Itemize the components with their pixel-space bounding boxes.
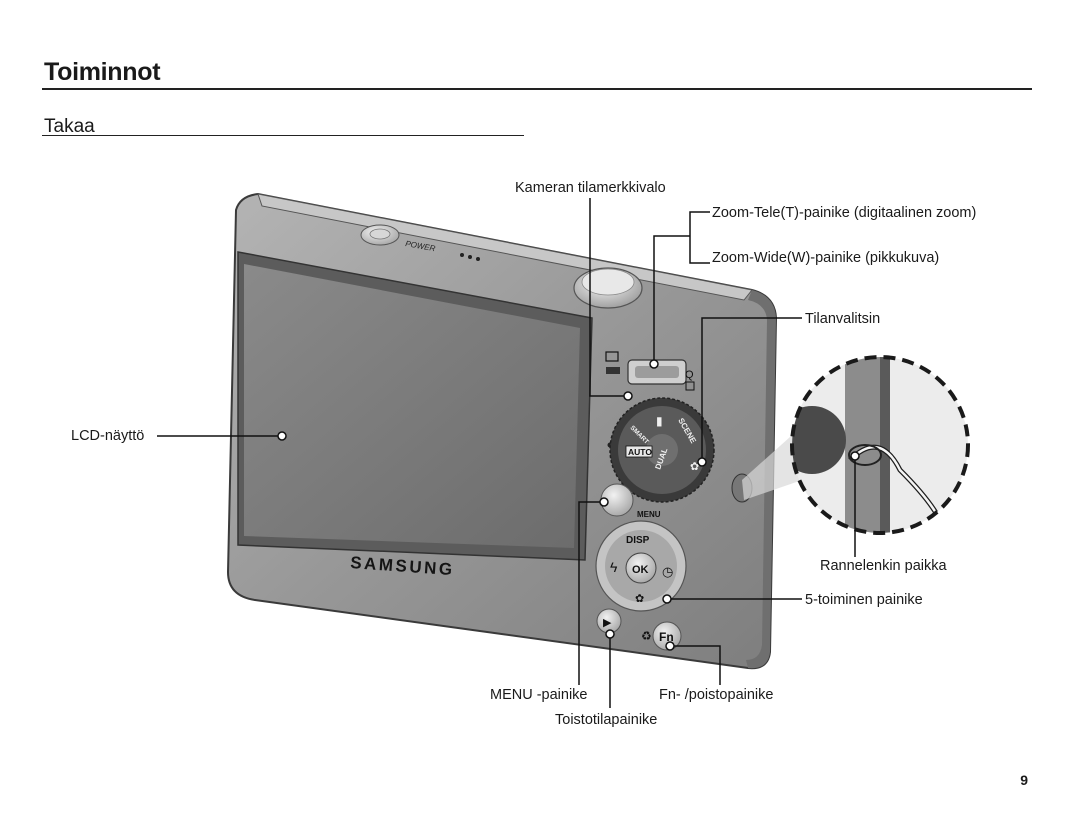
- camera-right-side: [746, 290, 776, 669]
- leader-mode-dial: [701, 317, 802, 462]
- disp-label: DISP: [626, 535, 650, 546]
- svg-text:AUTO: AUTO: [628, 447, 652, 457]
- page-title: Toiminnot: [44, 58, 161, 86]
- ok-button: [625, 552, 657, 584]
- label-mode-lamp: Kameran tilamerkkivalo: [515, 180, 666, 196]
- leader-menu: [578, 501, 604, 685]
- label-fn-button: Fn- /poistopainike: [659, 687, 774, 703]
- label-zoom-wide: Zoom-Wide(W)-painike (pikkukuva): [712, 250, 940, 266]
- movie-mode-icon: ▮: [656, 414, 663, 428]
- leader-zoom: [689, 211, 710, 264]
- face-icon: [605, 351, 619, 362]
- svg-text:OK: OK: [632, 564, 649, 576]
- label-play-button: Toistotilapainike: [555, 712, 658, 728]
- flash-indicator-icon: [606, 367, 620, 374]
- title-underline: [42, 88, 1032, 90]
- fn-button-shape: [652, 621, 682, 651]
- wide-icon: [685, 381, 695, 391]
- leader-dots: [277, 359, 860, 651]
- label-strap: Rannelenkin paikka: [820, 558, 947, 574]
- label-zoom-tele: Zoom-Tele(T)-painike (digitaalinen zoom): [712, 205, 977, 221]
- menu-label: MENU: [637, 510, 661, 519]
- leader-mode-lamp: [589, 198, 628, 397]
- flash-icon: ϟ: [610, 559, 618, 575]
- timer-icon: ◷: [662, 564, 673, 579]
- auto-mode-badge: [625, 445, 653, 458]
- tele-icon: Q: [685, 369, 694, 381]
- lcd-screen: [244, 264, 580, 548]
- play-icon: ▶: [603, 617, 612, 629]
- label-five-function: 5-toiminen painike: [805, 592, 923, 608]
- leader-lines: [157, 198, 856, 708]
- trash-icon: ♻: [641, 629, 652, 643]
- leader-zoom-tele: [653, 235, 690, 364]
- subtitle-underline: [42, 135, 524, 136]
- label-menu-button: MENU -painike: [490, 687, 588, 703]
- page-number: 9: [1020, 772, 1028, 788]
- program-mode-icon: ✿: [690, 461, 699, 473]
- svg-text:Fn: Fn: [659, 630, 674, 644]
- section-subtitle: Takaa: [44, 116, 95, 137]
- macro-icon: ✿: [635, 593, 644, 605]
- label-mode-dial: Tilanvalitsin: [805, 311, 881, 327]
- label-lcd: LCD-näyttö: [71, 428, 145, 444]
- leader-fn: [670, 645, 721, 685]
